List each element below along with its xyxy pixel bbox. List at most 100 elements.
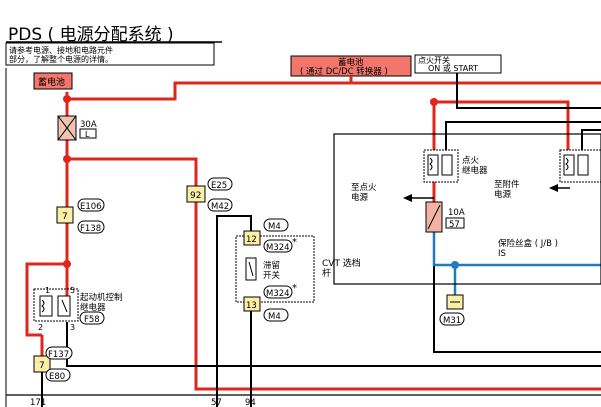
- starter-relay-box: [33, 288, 79, 322]
- park-switch-label-2: 开关: [263, 270, 281, 281]
- junction-dot: [63, 95, 71, 103]
- connector-pin-7: [56, 206, 74, 224]
- ign-switch-box: [414, 54, 502, 74]
- note-box: [5, 42, 215, 66]
- ign-switch-label-1: 点火开关: [418, 55, 450, 65]
- connector-m42-label: M42: [211, 202, 229, 212]
- ign-switch-label-2: ON 或 START: [428, 63, 478, 73]
- connector-m4-bottom-label: M4: [268, 312, 281, 322]
- cvt-lever-label-1: CVT 选档: [322, 257, 361, 269]
- pin-7-lower-label: 7: [39, 361, 45, 371]
- fuse-30a-rating: 30A: [80, 120, 97, 130]
- fuse-10a-rating: 10A: [448, 208, 465, 218]
- ref-94: 94: [245, 398, 256, 407]
- diagram-title: PDS ( 电源分配系统 ): [8, 25, 174, 45]
- to-ign-label-2: 电源: [351, 192, 369, 203]
- connector-m324-bottom-label: M324: [266, 289, 290, 299]
- ref-171: 171: [30, 398, 46, 407]
- ign-relay-label-2: 继电器: [462, 165, 488, 176]
- connector-m4-bottom: [263, 308, 289, 322]
- ref-57: 57: [211, 398, 222, 407]
- connector-pin-12: [243, 230, 261, 246]
- to-acc-label-2: 电源: [494, 189, 512, 200]
- junction-dot: [451, 261, 459, 269]
- acc-relay-coil-wave: [565, 157, 569, 171]
- pin-2-label: 2: [38, 323, 43, 332]
- ign-relay-contact: [441, 154, 453, 176]
- asterisk-top: *: [292, 237, 297, 248]
- pin-1-label: 1: [45, 286, 50, 295]
- connector-e25: [207, 177, 233, 191]
- blue-wire-is: [453, 263, 601, 295]
- fuse-box-label-2: IS: [498, 249, 506, 259]
- fuse-10a-slash: [427, 204, 441, 230]
- battery-label: 蓄电池: [38, 76, 65, 88]
- red-wire-main-top: [65, 81, 601, 101]
- battery-dcdc-label-2: ( 通过 DC/DC 转换器 ): [300, 66, 388, 77]
- red-wire-92: [67, 157, 198, 186]
- fuse-30a-code-box: [79, 128, 97, 139]
- connector-f138-label: F138: [80, 224, 101, 234]
- to-acc-label-1: 至附件: [494, 179, 520, 190]
- blue-wire-fuse-drop: [432, 232, 455, 267]
- connector-m31: [439, 312, 465, 326]
- connector-pin-7-lower: [33, 355, 51, 373]
- fuse-10a-code-box: [445, 217, 465, 229]
- connector-f137-label: F137: [48, 350, 69, 360]
- battery-label-box: [33, 72, 73, 90]
- connector-f138: [77, 220, 105, 234]
- pin-5-label: 5: [70, 286, 75, 295]
- connector-pin-13: [243, 296, 261, 312]
- connector-e80: [45, 368, 71, 382]
- connector-m324-bottom: [263, 285, 293, 299]
- red-wire-92-down: [194, 202, 601, 391]
- to-ign-arrowhead: [403, 194, 412, 202]
- junction-dot: [63, 260, 71, 268]
- pin-12-label: 12: [246, 235, 257, 245]
- connector-pin-92: [186, 185, 206, 203]
- connector-e80-label: E80: [49, 372, 65, 382]
- park-switch-contact: [248, 261, 254, 277]
- pin-92-label: 92: [190, 191, 201, 201]
- red-wire-relay-loop: [25, 262, 67, 337]
- connector-m31-label: M31: [443, 316, 461, 326]
- junction-dot: [63, 155, 71, 163]
- pin-3-label: 3: [70, 323, 75, 332]
- connector-m4-top: [263, 218, 289, 232]
- red-wire-top-right: [434, 100, 570, 150]
- starter-relay-label-1: 起动机控制: [80, 292, 123, 303]
- acc-relay-contact: [577, 154, 589, 176]
- acc-relay-box: [559, 149, 601, 183]
- black-wire-relay-coil: [445, 121, 601, 150]
- connector-e106-label: E106: [80, 202, 102, 212]
- park-switch-label-1: 滞留: [263, 260, 280, 271]
- ign-relay-box: [423, 149, 459, 183]
- ign-relay-coil-wave: [429, 157, 433, 171]
- cvt-lever-box: [235, 235, 315, 303]
- connector-m4-top-label: M4: [268, 222, 281, 232]
- connector-m42: [207, 198, 233, 212]
- ign-relay-label-1: 点火: [462, 156, 480, 166]
- asterisk-bottom: *: [292, 283, 297, 294]
- connector-m324-top: [263, 239, 293, 253]
- starter-relay-label-2: 继电器: [80, 302, 106, 313]
- pin-13-label: 13: [246, 301, 257, 311]
- fuse-box-label-1: 保险丝盒 ( J/B ): [498, 238, 558, 249]
- ipdm-block: [333, 133, 601, 285]
- acc-relay-coil: [563, 154, 575, 176]
- black-wire-pin3: [66, 322, 601, 367]
- note-line-1: 请参考电源、接地和电路元件: [9, 45, 113, 55]
- connector-e25-label: E25: [211, 181, 227, 191]
- connector-e106: [77, 198, 105, 212]
- fuse-30a-code: L: [85, 130, 90, 139]
- junction-dot: [430, 98, 438, 106]
- relay-coil-wave: [41, 299, 45, 313]
- black-wire-m31: [433, 260, 601, 353]
- connector-f137: [45, 346, 73, 360]
- black-wire-cvt-57: [216, 215, 252, 407]
- relay-contact-line: [61, 299, 68, 313]
- battery-dcdc-label-1: 蓄电池: [338, 57, 364, 68]
- to-ign-label-1: 至点火: [351, 183, 377, 193]
- pin-7-label: 7: [62, 212, 68, 222]
